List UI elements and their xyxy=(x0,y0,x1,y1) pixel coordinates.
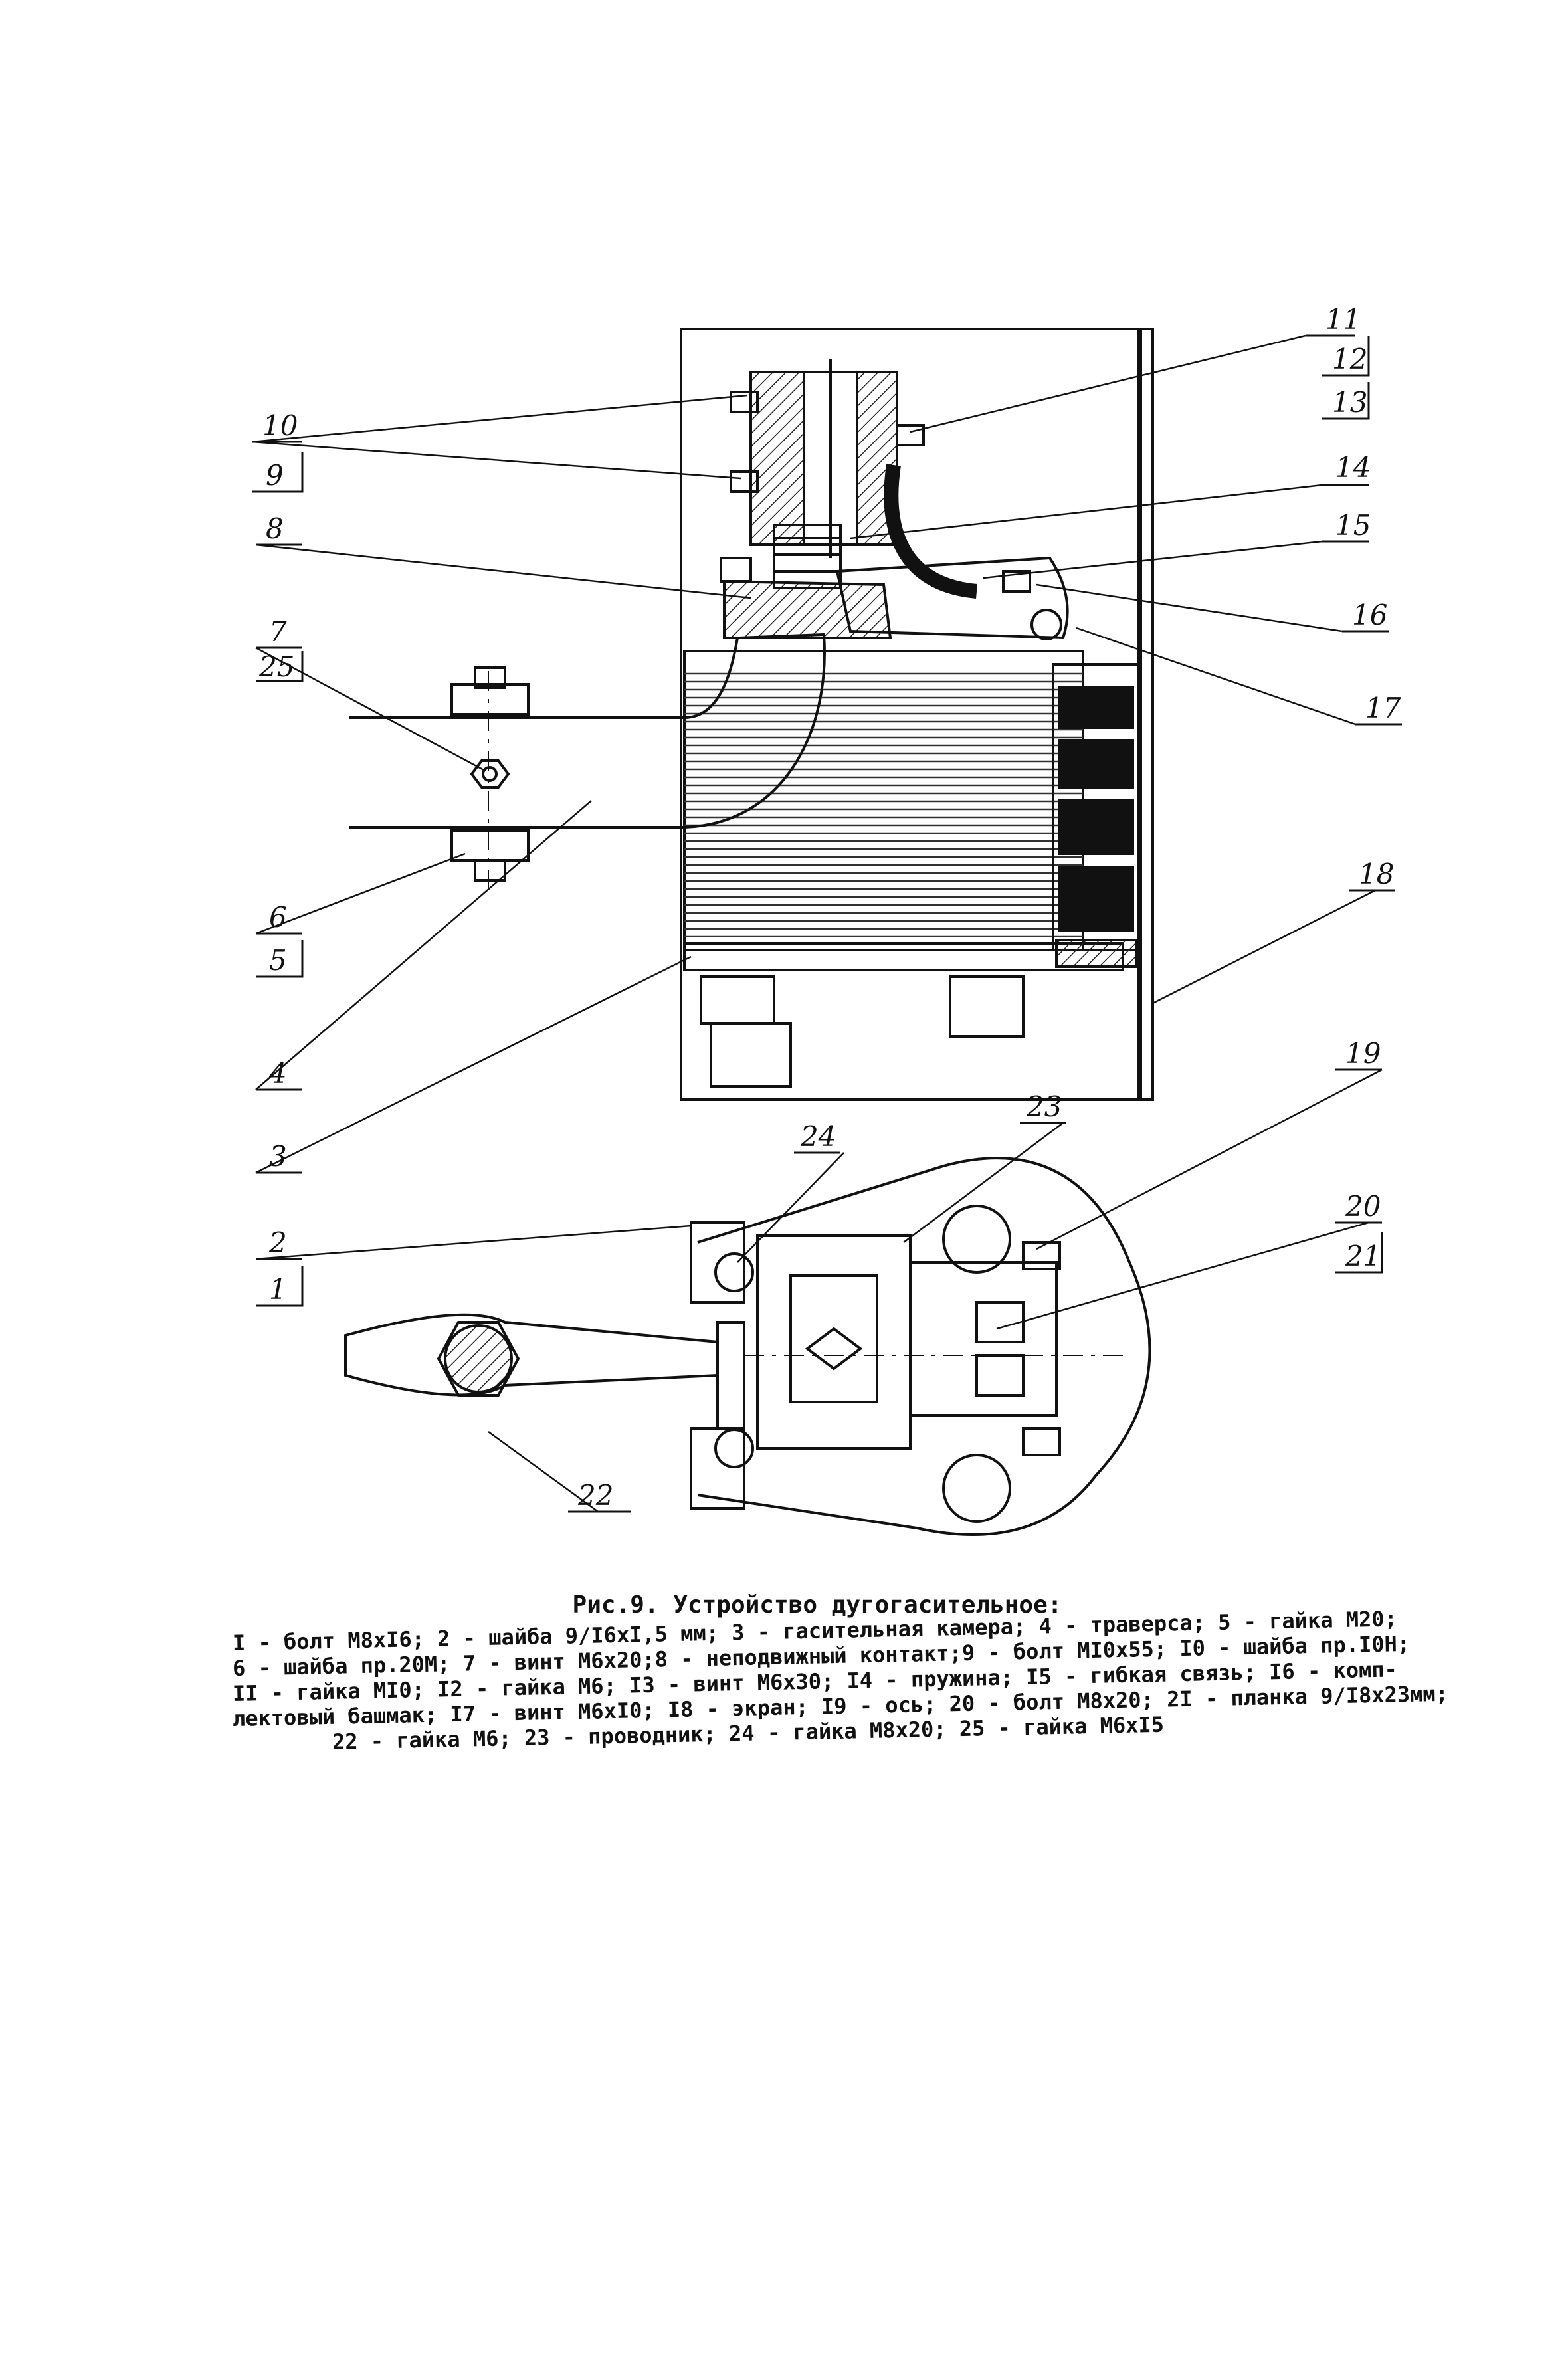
callout-15: 15 xyxy=(1335,509,1371,541)
callout-25: 25 xyxy=(258,650,294,683)
traverse-arm xyxy=(349,633,826,890)
callout-23: 23 xyxy=(1026,1090,1062,1123)
contact-shoe xyxy=(835,556,1069,640)
leader-lines xyxy=(252,334,1383,1513)
arc-chamber xyxy=(683,650,1124,971)
callout-17: 17 xyxy=(1365,692,1401,724)
figure-caption: Рис.9. Устройство дугогасительное: I - б… xyxy=(233,1591,1449,1757)
screen-plates xyxy=(1052,663,1141,968)
callout-6: 6 xyxy=(269,901,287,933)
callout-7: 7 xyxy=(269,615,287,648)
callout-21: 21 xyxy=(1345,1240,1381,1272)
flexible-link xyxy=(884,464,978,599)
callout-12: 12 xyxy=(1332,343,1367,375)
callout-3: 3 xyxy=(269,1140,287,1173)
callout-5: 5 xyxy=(269,944,287,977)
callout-8: 8 xyxy=(266,512,284,545)
callout-11: 11 xyxy=(1325,303,1361,336)
callout-4: 4 xyxy=(268,1057,287,1090)
callout-20: 20 xyxy=(1345,1190,1381,1223)
bottom-view xyxy=(344,1157,1151,1536)
callout-13: 13 xyxy=(1332,386,1367,419)
bottom-nuts xyxy=(700,975,1025,1088)
callout-labels: 10 9 11 12 13 14 15 16 17 8 7 25 6 5 4 3… xyxy=(258,303,1401,1512)
callout-rules xyxy=(252,334,1402,1513)
callout-10: 10 xyxy=(262,409,298,442)
callout-16: 16 xyxy=(1352,599,1387,631)
callout-1: 1 xyxy=(269,1273,287,1306)
callout-22: 22 xyxy=(577,1479,613,1512)
callout-18: 18 xyxy=(1359,858,1394,890)
contact-bolt-block xyxy=(730,359,925,589)
callout-24: 24 xyxy=(800,1120,836,1153)
callout-19: 19 xyxy=(1345,1037,1381,1070)
figure-title: Рис.9. Устройство дугогасительное: xyxy=(572,1591,1062,1618)
callout-2: 2 xyxy=(268,1226,287,1259)
callout-14: 14 xyxy=(1335,451,1371,484)
callout-9: 9 xyxy=(266,459,284,492)
